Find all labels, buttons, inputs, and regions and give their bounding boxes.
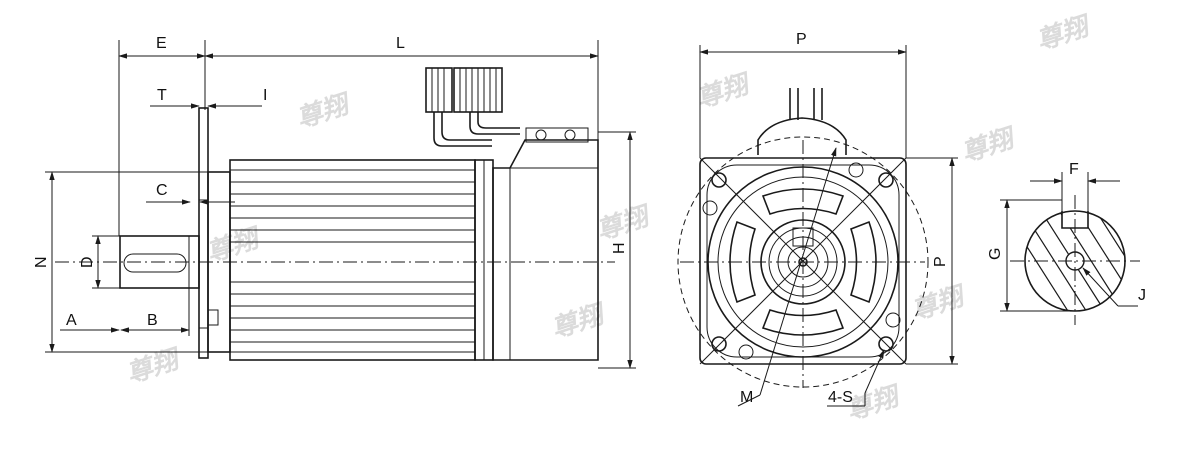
square-flange [699,157,907,365]
label-D: D [79,256,96,268]
window-right [850,220,877,304]
watermark-1: 尊翔 [293,89,356,135]
encoder-screw-1 [535,129,547,141]
label-N: N [33,256,50,268]
motor-shaft [119,235,200,289]
label-E: E [156,35,167,52]
label-P-right: P [932,256,949,267]
mount-hole-bl [711,336,727,352]
front-view [677,45,958,407]
label-A: A [66,312,77,329]
label-H: H [611,242,628,254]
mount-hole-tl [711,172,727,188]
label-F: F [1069,161,1079,178]
label-L: L [396,35,405,52]
watermark-9: 尊翔 [1033,11,1096,57]
watermark-6: 尊翔 [693,69,756,115]
mount-hole-tr [878,172,894,188]
label-J: J [1138,287,1146,304]
watermark-5: 尊翔 [548,299,611,345]
label-C: C [156,182,168,199]
flange-slot [207,309,219,326]
watermark-8: 尊翔 [958,123,1021,169]
side-view [45,40,636,369]
label-B: B [147,312,158,329]
watermark-2: 尊翔 [593,201,656,247]
watermark-3: 尊翔 [123,344,186,390]
pcd-circle [677,136,929,388]
shaft-keyway [123,253,187,273]
label-4-S: 4-S [828,389,853,406]
encoder-screw-2 [564,129,576,141]
watermark-7: 尊翔 [908,281,971,327]
label-P-top: P [796,31,807,48]
mount-hole-br [878,336,894,352]
window-top [761,188,845,215]
label-I: I [263,87,267,104]
window-bottom [761,309,845,336]
label-T: T [157,87,167,104]
cable-connectors [425,67,520,147]
shaft-center [798,257,808,267]
dimension-labels: E L T I C N D A B H P P M 4-S F G J [33,31,1146,406]
label-M: M [740,389,753,406]
window-left [729,220,756,304]
cable-boss [757,117,847,155]
cooling-fins [230,169,475,353]
flange-plate [198,107,209,359]
label-G: G [987,248,1004,260]
shaft-section [1000,172,1140,325]
